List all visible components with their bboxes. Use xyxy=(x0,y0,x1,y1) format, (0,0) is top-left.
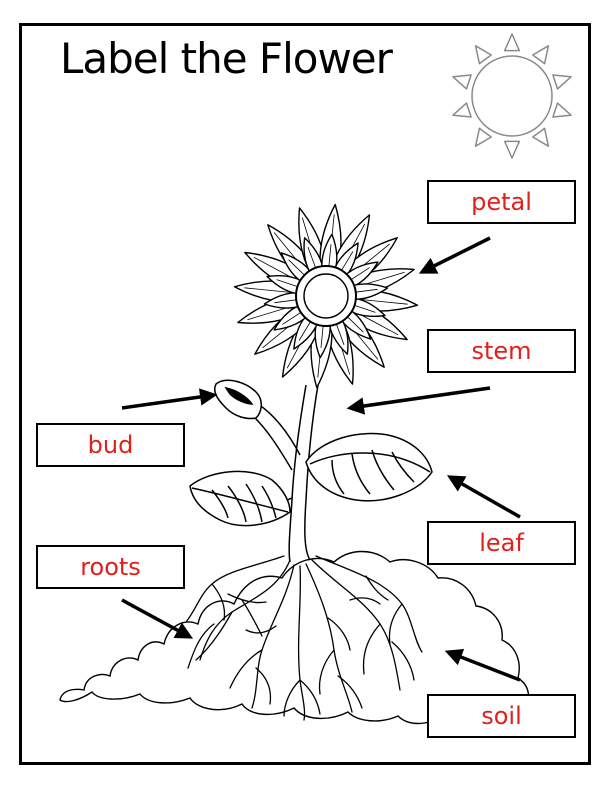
sun-ray-icon xyxy=(474,45,492,65)
sun-ray-icon xyxy=(532,127,550,147)
stem-label-box: stem xyxy=(427,329,576,373)
soil-arrow xyxy=(444,648,521,682)
sun-ray-icon xyxy=(452,74,472,90)
petal-arrow xyxy=(418,236,491,274)
sun-ray-icon xyxy=(532,45,550,65)
label-arrows xyxy=(121,236,521,682)
sun-ray-icon xyxy=(474,127,492,147)
sun-ray-icon xyxy=(503,140,521,159)
stem-label: stem xyxy=(471,337,532,365)
leaf-arrow xyxy=(446,475,521,519)
left-leaf-illustration xyxy=(189,470,291,527)
soil-label: soil xyxy=(481,702,522,730)
flower-head-illustration xyxy=(233,203,419,389)
roots-label: roots xyxy=(80,553,141,581)
sun-ray-icon xyxy=(452,102,472,118)
bud-label: bud xyxy=(87,431,134,459)
soil-mound xyxy=(59,550,529,725)
bud-label-box: bud xyxy=(36,423,185,467)
worksheet-border xyxy=(19,23,591,765)
sun-ray-icon xyxy=(552,74,572,90)
bud-illustration xyxy=(214,379,262,420)
sun-ray-icon xyxy=(503,33,521,52)
petal-label: petal xyxy=(471,188,532,216)
bud-arrow xyxy=(121,388,218,410)
sun-ray-icon xyxy=(552,102,572,118)
petal-label-box: petal xyxy=(427,180,576,224)
stem-arrow xyxy=(346,386,491,415)
right-leaf-illustration xyxy=(305,432,433,502)
roots-label-box: roots xyxy=(36,545,185,589)
sun-icon xyxy=(452,33,572,159)
leaf-label: leaf xyxy=(479,529,524,557)
roots-illustration xyxy=(185,555,423,721)
leaf-label-box: leaf xyxy=(427,521,576,565)
soil-label-box: soil xyxy=(427,694,576,738)
page-title: Label the Flower xyxy=(60,34,393,83)
roots-arrow xyxy=(121,598,194,639)
